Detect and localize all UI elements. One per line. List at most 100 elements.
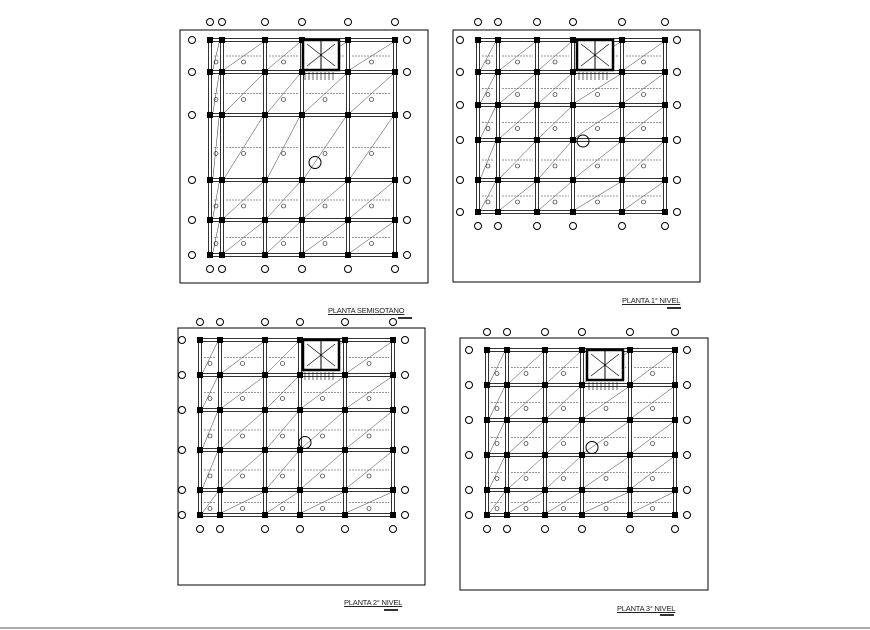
axis-bubble: [178, 486, 186, 494]
axis-bubble: [483, 525, 491, 533]
column: [579, 452, 585, 458]
slab-tag: [603, 476, 609, 481]
column: [197, 447, 203, 453]
axis-bubble: [673, 36, 681, 44]
axis-bubble: [261, 18, 269, 26]
axis-bubble: [456, 136, 464, 144]
axis-bubble: [465, 486, 473, 494]
beam-vertical: [571, 39, 575, 213]
column: [219, 252, 225, 258]
axis-bubble: [673, 176, 681, 184]
column: [345, 112, 351, 118]
column: [390, 447, 396, 453]
slab-diagonal: [224, 42, 263, 70]
column: [484, 347, 490, 353]
slab-tag: [595, 163, 600, 169]
column: [627, 382, 633, 388]
column: [197, 372, 203, 378]
axis-bubble: [218, 265, 226, 273]
duct-symbol: [298, 436, 312, 449]
column: [297, 447, 303, 453]
axis-bubble: [569, 18, 577, 26]
slab-tag: [561, 406, 566, 411]
slab-tag: [241, 241, 246, 246]
axis-bubble: [465, 381, 473, 389]
column: [219, 112, 225, 118]
column: [297, 372, 303, 378]
slab-tag: [650, 406, 655, 411]
axis-bubble: [344, 18, 352, 26]
axis-bubble: [188, 176, 196, 184]
axis-bubble: [296, 525, 304, 533]
column: [534, 137, 540, 143]
beam-horizontal: [199, 373, 394, 377]
axis-bubble: [671, 328, 679, 336]
column: [495, 102, 501, 108]
slab-tag: [595, 92, 600, 97]
slab-tag: [281, 59, 286, 65]
axis-bubble: [178, 371, 186, 379]
slab-diagonal: [624, 182, 663, 210]
axis-bubble: [673, 101, 681, 109]
slab-tag: [366, 433, 372, 439]
scale-note: [667, 307, 681, 309]
column: [504, 347, 510, 353]
column: [484, 512, 490, 518]
axis-bubble: [403, 36, 411, 44]
column: [495, 177, 501, 183]
slab-diagonal: [547, 492, 580, 513]
drawing-frame: [452, 29, 701, 283]
axis-bubble: [618, 222, 626, 230]
axis-bubble: [298, 18, 306, 26]
slab-tag: [213, 151, 219, 156]
slab-tag: [552, 92, 558, 97]
axis-bubble: [401, 406, 409, 414]
slab-diagonal: [267, 117, 300, 178]
column: [297, 487, 303, 493]
column: [392, 112, 398, 118]
column: [197, 512, 203, 518]
column: [534, 37, 540, 43]
axis-bubble: [456, 101, 464, 109]
column: [262, 407, 268, 413]
axis-bubble: [456, 68, 464, 76]
slab-tag: [641, 92, 646, 97]
axis-bubble: [683, 451, 691, 459]
column: [262, 372, 268, 378]
column: [197, 487, 203, 493]
column: [297, 337, 303, 343]
slab-tag: [515, 199, 520, 205]
column: [207, 112, 213, 118]
axis-bubble: [578, 328, 586, 336]
axis-bubble: [673, 136, 681, 144]
slab-tag: [369, 241, 374, 246]
column: [579, 417, 585, 423]
axis-bubble: [341, 525, 349, 533]
column: [299, 69, 305, 75]
column: [475, 69, 481, 75]
column: [345, 217, 351, 223]
column: [619, 69, 625, 75]
slab-tag: [523, 506, 529, 511]
slab-diagonal: [547, 422, 580, 453]
slab-tag: [240, 396, 245, 401]
axis-bubble: [178, 406, 186, 414]
column: [542, 512, 548, 518]
column: [207, 69, 213, 75]
axis-bubble: [401, 486, 409, 494]
axis-bubble: [456, 36, 464, 44]
slab-tag: [561, 371, 566, 376]
slab-tag: [281, 203, 286, 209]
axis-bubble: [296, 318, 304, 326]
column: [390, 512, 396, 518]
column: [672, 347, 678, 353]
column: [662, 137, 668, 143]
column: [619, 102, 625, 108]
column: [299, 217, 305, 223]
slab-tag: [369, 151, 374, 156]
slab-diagonal: [547, 457, 580, 488]
column: [217, 487, 223, 493]
slab-tag: [241, 203, 246, 209]
slab-tag: [515, 126, 520, 131]
slab-tag: [515, 163, 520, 169]
